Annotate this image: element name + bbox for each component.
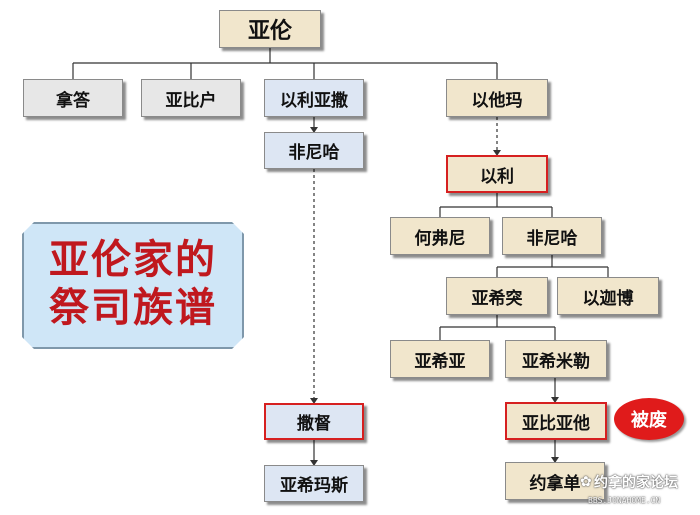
node-zadok: 撒督 xyxy=(264,403,364,440)
node-eleazar: 以利亚撒 xyxy=(264,79,364,117)
deposed-badge: 被废 xyxy=(614,398,684,440)
node-ahimaaz: 亚希玛斯 xyxy=(264,465,364,502)
node-ahimelech: 亚希米勒 xyxy=(505,340,607,378)
node-jonathan: 约拿单 xyxy=(505,462,605,500)
title-panel xyxy=(22,222,244,349)
node-nadab: 拿答 xyxy=(23,79,123,117)
watermark-icon: ✿ xyxy=(580,474,592,490)
node-ithamar: 以他玛 xyxy=(446,79,548,117)
node-ichabod: 以迦博 xyxy=(557,277,659,315)
node-aaron: 亚伦 xyxy=(219,10,321,48)
node-abiathar: 亚比亚他 xyxy=(505,402,607,440)
node-abihu: 亚比户 xyxy=(141,79,241,117)
diagram-title: 亚伦家的 祭司族谱 xyxy=(22,236,244,332)
node-ahijah: 亚希亚 xyxy=(390,340,490,378)
node-ahitub: 亚希突 xyxy=(446,277,548,315)
node-eli: 以利 xyxy=(446,155,548,193)
node-hophni: 何弗尼 xyxy=(390,217,490,255)
watermark-url: BBS.JONAHOME.CN xyxy=(588,496,661,505)
title-line-2: 祭司族谱 xyxy=(49,285,217,331)
watermark-text: 约拿的家论坛 xyxy=(594,475,678,491)
node-phinehas-eleazar-line: 非尼哈 xyxy=(264,132,364,169)
watermark: ✿ 约拿的家论坛 BBS.JONAHOME.CN xyxy=(580,472,698,512)
title-line-1: 亚伦家的 xyxy=(49,237,217,283)
node-phinehas-eli-son: 非尼哈 xyxy=(502,217,602,255)
